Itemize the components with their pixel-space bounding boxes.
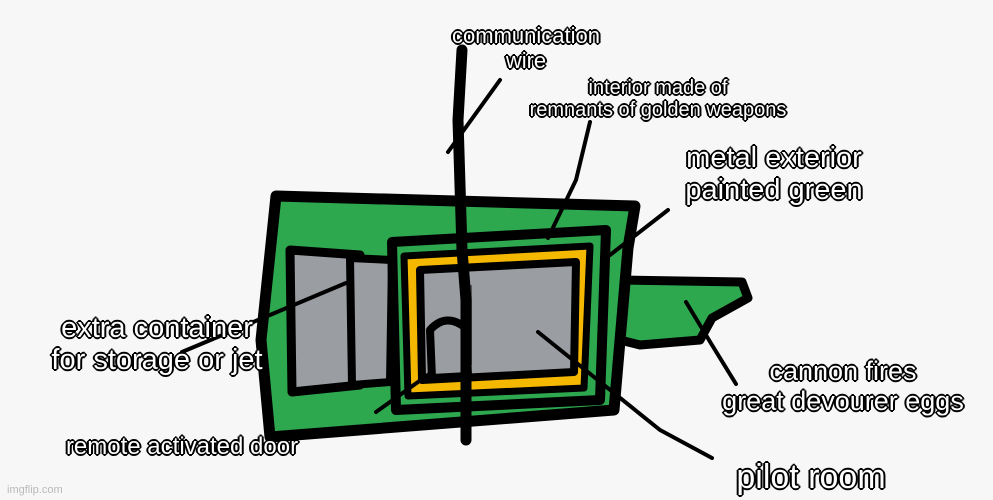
container-coupling xyxy=(346,254,396,389)
watermark: imgflip.com xyxy=(7,484,63,496)
label-extra-container: extra container for storage or jet xyxy=(51,312,263,377)
label-pilot-room: pilot room xyxy=(736,458,886,496)
cannon-barrel xyxy=(613,275,753,350)
label-interior: interior made of remnants of golden weap… xyxy=(529,77,787,122)
label-exterior: metal exterior painted green xyxy=(685,142,863,207)
leader-lines xyxy=(180,78,738,460)
label-cannon: cannon fires great devourer eggs xyxy=(722,356,964,417)
communication-wire-line xyxy=(452,44,472,446)
label-communication-wire: communication wire xyxy=(452,23,600,73)
label-remote-door: remote activated door xyxy=(65,433,299,460)
